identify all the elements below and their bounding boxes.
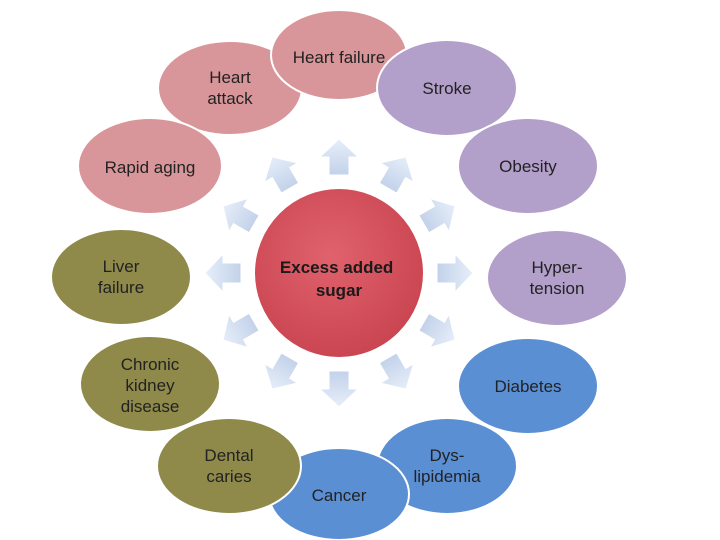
arrow-10 [204, 252, 242, 294]
center-node: Excess added sugar [253, 187, 425, 359]
node-dental-caries: Dental caries [156, 417, 302, 515]
node-heart-attack-label: Heart attack [207, 68, 253, 108]
node-liver-failure-shape [50, 228, 192, 326]
node-rapid-aging: Rapid aging [77, 117, 223, 215]
node-diabetes-label-line-1: Diabetes [494, 377, 561, 396]
node-diabetes: Diabetes [457, 337, 599, 435]
node-heart-failure-label-line-1: Heart failure [293, 48, 386, 67]
node-stroke-label-line-1: Stroke [422, 79, 471, 98]
arrow-12 [263, 156, 300, 194]
node-stroke-label: Stroke [422, 79, 471, 98]
node-liver-failure-label: Liver failure [98, 257, 144, 297]
node-obesity-shape [457, 117, 599, 215]
arrow-11 [222, 197, 260, 234]
node-heart-failure-label: Heart failure [293, 48, 386, 67]
arrow-7 [318, 370, 360, 408]
node-hypertension-label: Hyper-tension [530, 258, 585, 298]
node-dyslipidemia-label-line-1: Dys- [430, 446, 465, 465]
outcome-nodes-group: Heart attack Heart failureStrokeObesityHyp… [50, 9, 628, 540]
node-dyslipidemia: Dys-lipidemia [376, 417, 518, 515]
node-obesity-label: Obesity [499, 157, 557, 176]
node-diabetes-shape [457, 337, 599, 435]
arrow-2 [378, 156, 415, 194]
node-obesity-label-line-1: Obesity [499, 157, 557, 176]
node-chronic-kidney-disease-label-line-1: Chronic [121, 355, 180, 374]
arrow-8 [263, 352, 300, 390]
node-hypertension-shape [486, 229, 628, 327]
node-liver-failure: Liver failure [50, 228, 192, 326]
node-liver-failure-label-line-1: Liver [103, 257, 140, 276]
node-chronic-kidney-disease: Chronic kidney disease [79, 335, 221, 433]
node-stroke: Stroke [376, 39, 518, 137]
arrow-9 [222, 312, 260, 349]
node-rapid-aging-label: Rapid aging [105, 158, 196, 177]
arrow-5 [418, 312, 456, 349]
node-chronic-kidney-disease-label-line-3: disease [121, 397, 180, 416]
node-dental-caries-label-line-1: Dental [204, 446, 253, 465]
center-circle [253, 187, 425, 359]
node-heart-attack-label-line-1: Heart [209, 68, 251, 87]
node-chronic-kidney-disease-shape [79, 335, 221, 433]
node-hypertension: Hyper-tension [486, 229, 628, 327]
node-chronic-kidney-disease-label-line-2: kidney [125, 376, 175, 395]
node-chronic-kidney-disease-label: Chronic kidney disease [121, 355, 180, 416]
arrow-6 [378, 352, 415, 390]
arrow-1 [318, 138, 360, 176]
node-dyslipidemia-label-line-2: lipidemia [413, 467, 481, 486]
node-diabetes-label: Diabetes [494, 377, 561, 396]
node-hypertension-label-line-2: tension [530, 279, 585, 298]
node-dental-caries-label: Dental caries [204, 446, 253, 486]
node-dental-caries-label-line-2: caries [206, 467, 251, 486]
node-cancer-label: Cancer [312, 486, 367, 505]
center-label: Excess added sugar [280, 258, 398, 300]
node-obesity: Obesity [457, 117, 599, 215]
node-stroke-shape [376, 39, 518, 137]
node-heart-attack-label-line-2: attack [207, 89, 253, 108]
arrow-3 [418, 197, 456, 234]
node-heart-attack: Heart attack [157, 40, 303, 136]
node-dental-caries-shape [156, 417, 302, 515]
node-dyslipidemia-label: Dys-lipidemia [413, 446, 481, 486]
node-hypertension-label-line-1: Hyper- [531, 258, 582, 277]
arrows-group [204, 138, 474, 408]
node-rapid-aging-label-line-1: Rapid aging [105, 158, 196, 177]
node-cancer-label-line-1: Cancer [312, 486, 367, 505]
center-label-line-1: Excess added [280, 258, 393, 277]
center-label-line-2: sugar [316, 281, 363, 300]
node-rapid-aging-shape [77, 117, 223, 215]
arrow-4 [436, 252, 474, 294]
node-liver-failure-label-line-2: failure [98, 278, 144, 297]
